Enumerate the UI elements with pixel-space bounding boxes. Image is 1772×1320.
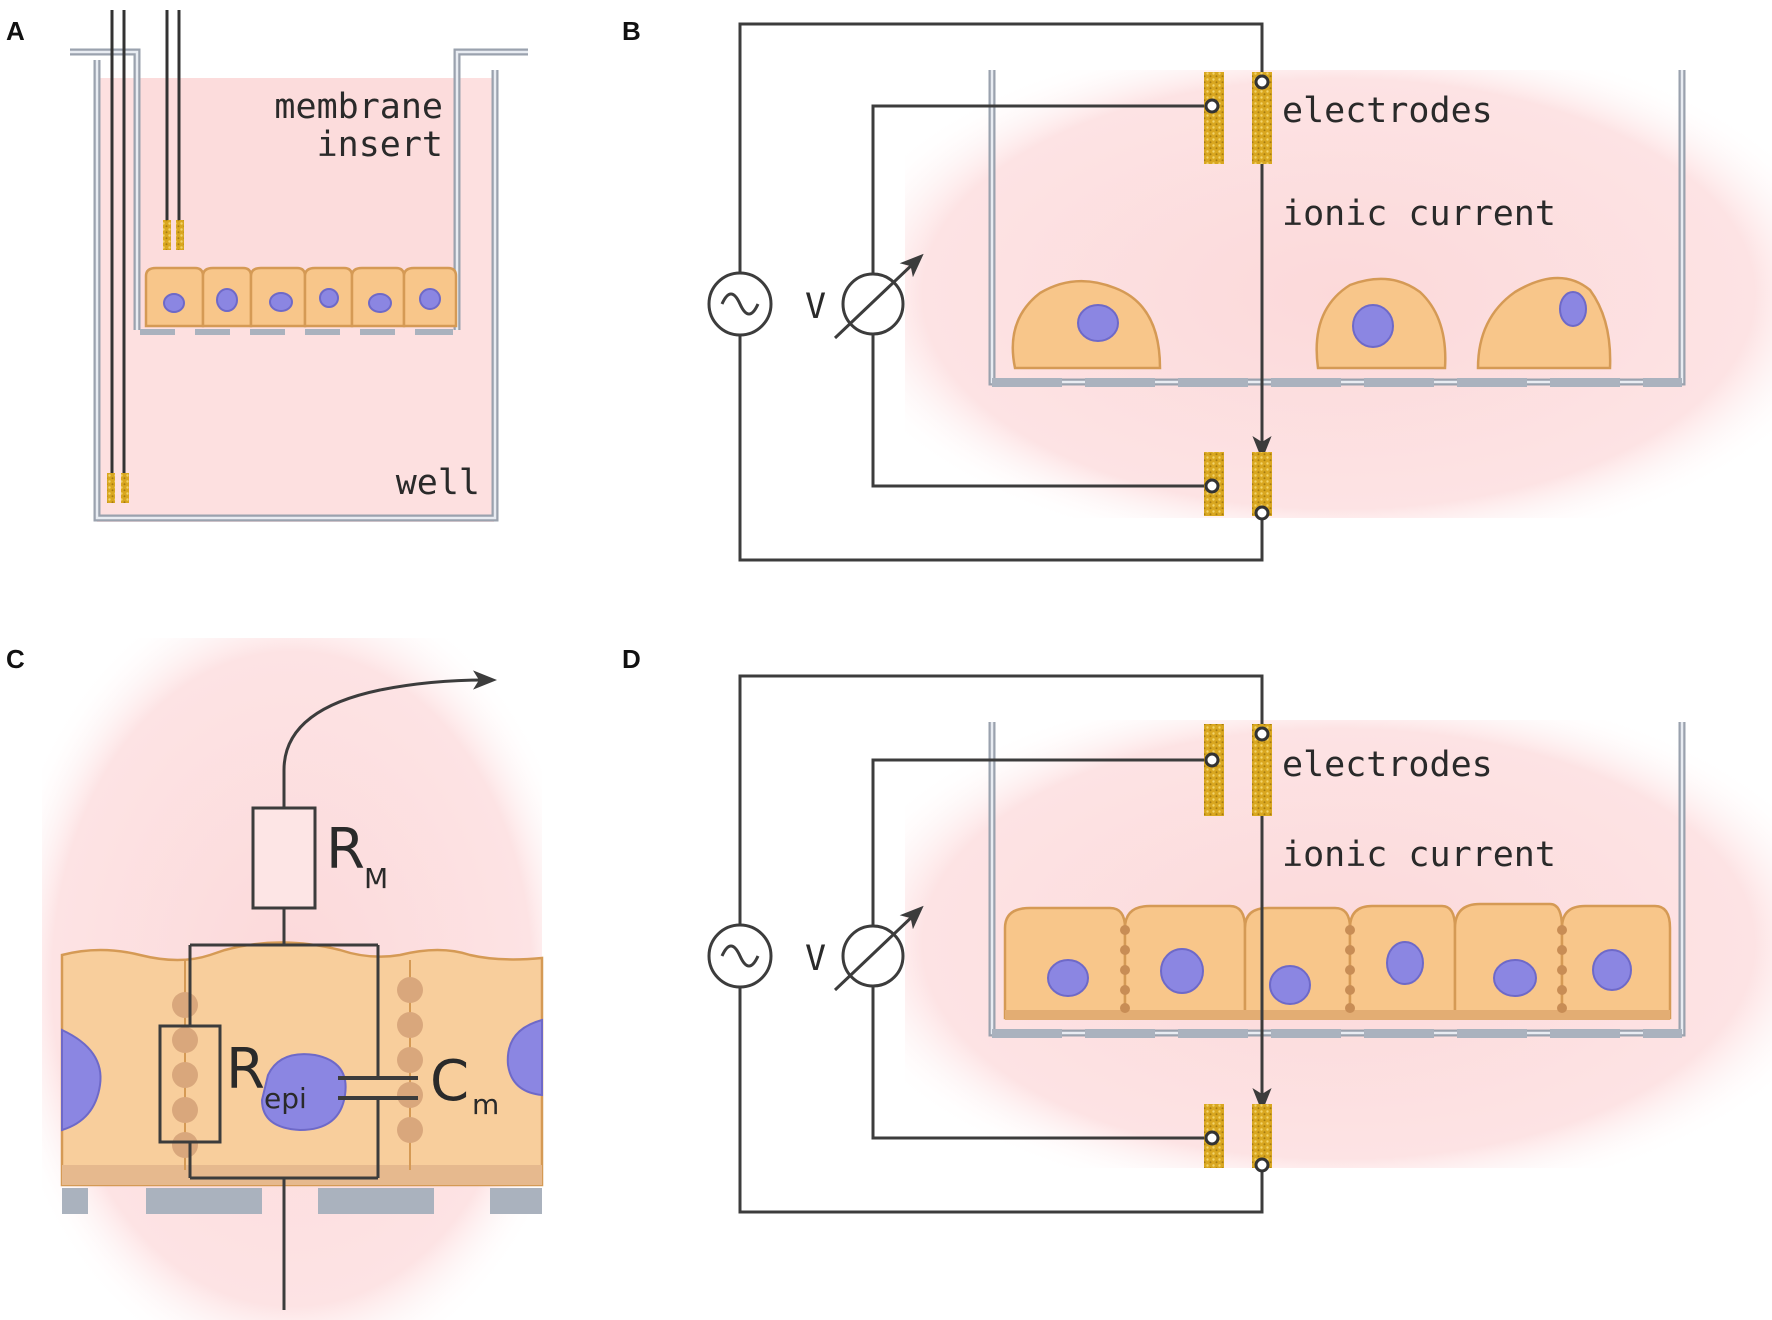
insert-membrane-b	[992, 378, 1682, 387]
electrodes-label-d: electrodes	[1282, 745, 1493, 785]
parallel-bottom-c	[188, 1098, 380, 1180]
panel-a-letter: A	[6, 16, 25, 46]
panel-c-letter: C	[6, 644, 25, 674]
electrodes-label-b: electrodes	[1282, 91, 1493, 131]
ac-source-icon	[707, 271, 773, 337]
electrode-icon	[1204, 724, 1272, 1173]
insert-membrane	[140, 329, 453, 335]
voltmeter-label-d: V	[805, 939, 826, 979]
resistor-icon	[158, 806, 317, 1144]
meter-wire-bottom-d	[871, 986, 1212, 1140]
panel-d-letter: D	[622, 644, 641, 674]
panel-b-letter: B	[622, 16, 641, 46]
voltmeter-icon	[833, 253, 924, 340]
ionic-current-label-d: ionic current	[1282, 835, 1556, 875]
ac-source-icon	[707, 923, 773, 989]
membrane-insert-label-line1: membrane	[274, 87, 443, 127]
well-label: well	[396, 463, 480, 503]
voltmeter-label-b: V	[805, 287, 826, 327]
meter-wire-bottom-b	[871, 333, 1212, 488]
current-out-arrow-c	[282, 670, 497, 808]
voltmeter-icon	[833, 905, 924, 992]
repi-subscript: epi	[264, 1082, 307, 1115]
rm-subscript: M	[364, 862, 388, 895]
confluent-cells-d	[1003, 902, 1672, 1020]
capacitor-icon	[338, 1076, 418, 1100]
membrane-insert-label-line2: insert	[317, 125, 443, 165]
panel-b: B	[622, 16, 1772, 562]
meter-wire-top-b	[871, 104, 1212, 274]
panel-c: C	[6, 638, 544, 1320]
cm-subscript: m	[472, 1088, 499, 1121]
meter-wire-top-d	[871, 758, 1212, 926]
cell-layer-a	[144, 266, 458, 328]
electrode-icon	[1204, 72, 1272, 521]
source-wire-bottom-b	[738, 335, 1264, 562]
repi-label: R	[226, 1037, 265, 1102]
sparse-cells-b	[1011, 276, 1612, 370]
panel-d: D	[622, 644, 1772, 1214]
rm-label: R	[326, 817, 365, 882]
source-wire-bottom-d	[738, 988, 1264, 1214]
cell-layer-c	[60, 941, 544, 1187]
panel-a: A	[6, 10, 528, 522]
source-wire-top-d	[738, 674, 1264, 925]
ionic-current-label-b: ionic current	[1282, 194, 1556, 234]
source-wire-top-b	[738, 22, 1264, 272]
insert-membrane-c	[62, 1188, 542, 1214]
electrode-icon	[107, 10, 184, 503]
insert-membrane-d	[992, 1029, 1682, 1038]
cm-label: C	[430, 1049, 469, 1114]
